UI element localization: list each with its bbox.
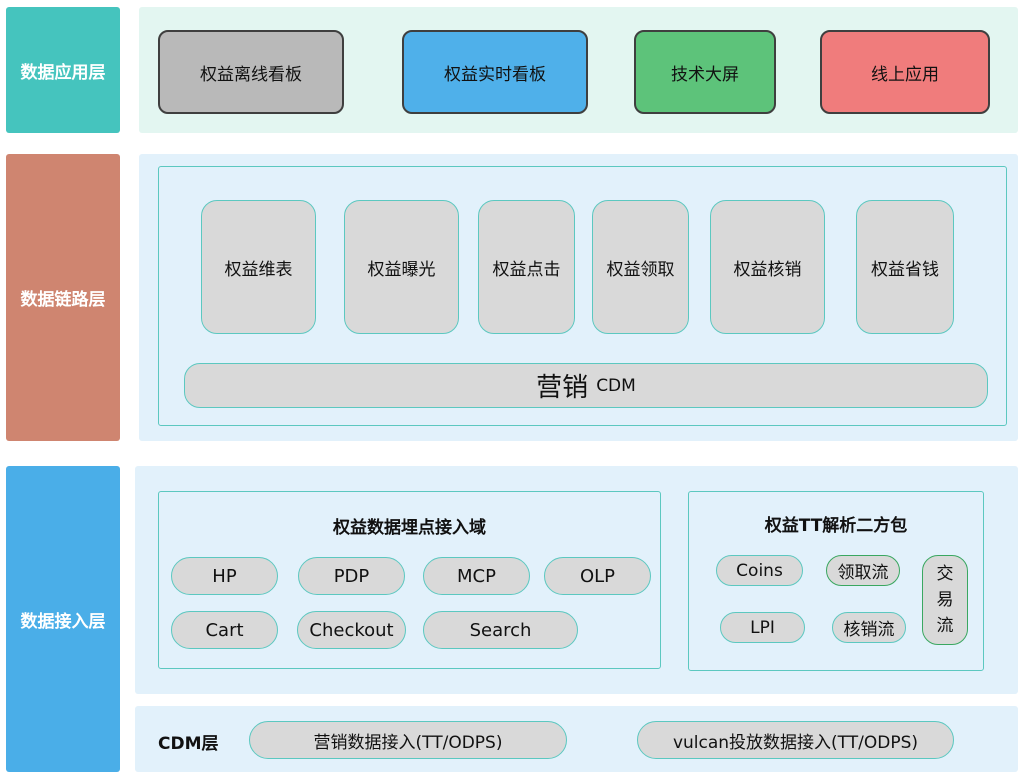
tile-dimension-table: 权益维表 (201, 200, 316, 334)
tile-savings: 权益省钱 (856, 200, 954, 334)
tt-pill-trade-stream: 交 易 流 (922, 555, 968, 645)
trade-char-3: 流 (936, 616, 954, 636)
tile-exposure: 权益曝光 (344, 200, 459, 334)
track-pill-hp: HP (171, 557, 278, 595)
cdm-layer-label: CDM层 (158, 734, 219, 754)
track-pill-cart: Cart (171, 611, 278, 649)
track-pill-search: Search (423, 611, 578, 649)
cdm-marketing-main: 营销 (536, 373, 589, 403)
tracking-domain-title: 权益数据埋点接入域 (333, 518, 486, 538)
track-pill-olp: OLP (544, 557, 651, 595)
link-layer-frame (158, 166, 1007, 426)
tile-redeem: 权益核销 (710, 200, 825, 334)
track-pill-pdp: PDP (298, 557, 405, 595)
tt-pill-redeem-stream: 核销流 (832, 612, 906, 643)
cdm-pill-vulcan-ingest: vulcan投放数据接入(TT/ODPS) (637, 721, 954, 759)
layer-label-app: 数据应用层 (6, 7, 120, 133)
layer-label-link: 数据链路层 (6, 154, 120, 441)
tile-claim: 权益领取 (592, 200, 689, 334)
trade-char-1: 交 (936, 564, 954, 584)
trade-char-2: 易 (936, 590, 954, 610)
tt-pill-claim-stream: 领取流 (826, 555, 900, 586)
app-box-offline-dashboard: 权益离线看板 (158, 30, 344, 114)
app-box-tech-screen: 技术大屏 (634, 30, 776, 114)
tracking-domain-frame (158, 491, 661, 669)
cdm-marketing-sub: CDM (596, 375, 636, 396)
tile-click: 权益点击 (478, 200, 575, 334)
cdm-marketing-bar: 营销 CDM (184, 363, 988, 408)
tt-package-title: 权益TT解析二方包 (764, 516, 908, 536)
track-pill-mcp: MCP (423, 557, 530, 595)
cdm-pill-marketing-ingest: 营销数据接入(TT/ODPS) (249, 721, 567, 759)
tt-pill-lpi: LPI (720, 612, 805, 643)
tt-package-frame (688, 491, 984, 671)
tt-pill-coins: Coins (716, 555, 803, 586)
layer-label-access: 数据接入层 (6, 466, 120, 772)
app-box-online-app: 线上应用 (820, 30, 990, 114)
app-box-realtime-dashboard: 权益实时看板 (402, 30, 588, 114)
track-pill-checkout: Checkout (297, 611, 406, 649)
